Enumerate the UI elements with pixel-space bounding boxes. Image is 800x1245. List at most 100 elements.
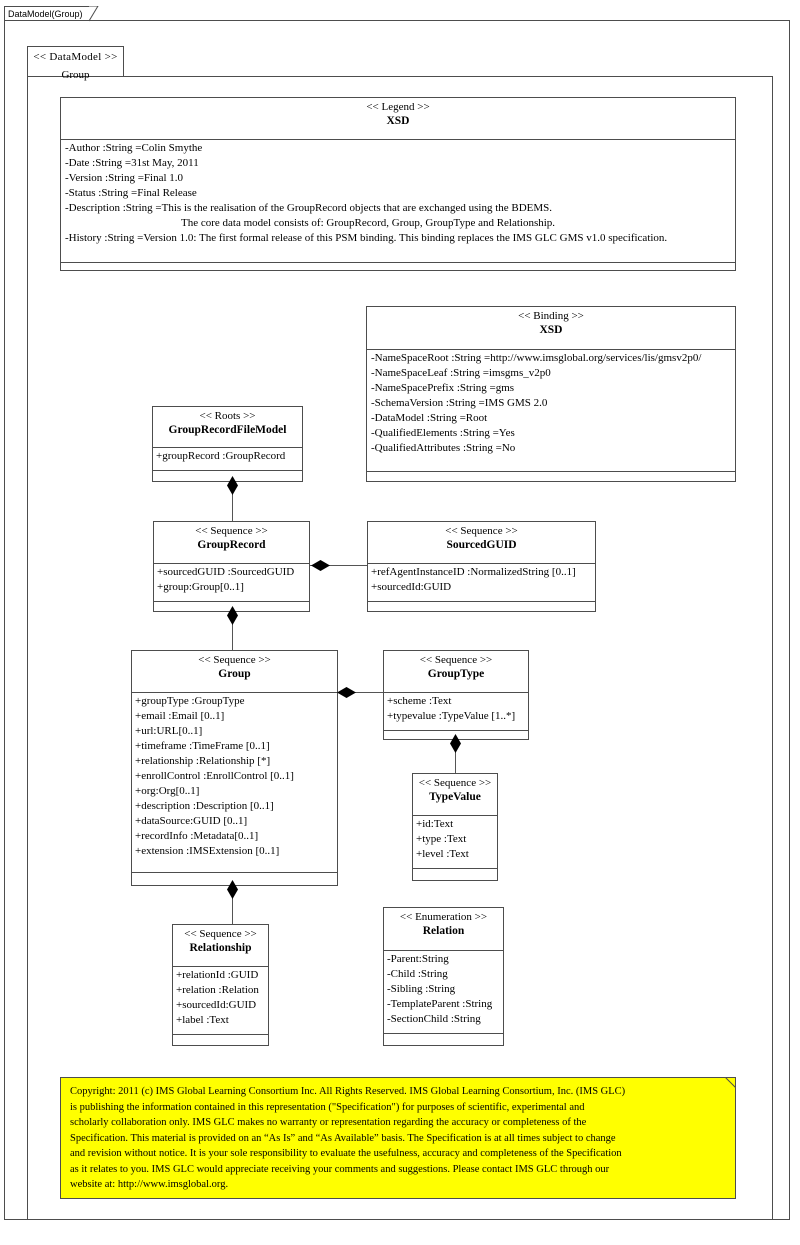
attribute-row: -SchemaVersion :String =IMS GMS 2.0 bbox=[371, 397, 548, 409]
class-name: TypeValue bbox=[429, 791, 481, 803]
attribute-row: +url:URL[0..1] bbox=[135, 725, 203, 737]
attribute-row: +sourcedId:GUID bbox=[371, 581, 452, 593]
connector-group-relationship bbox=[232, 886, 233, 924]
connector-group-grouptype bbox=[338, 692, 384, 693]
class-name: XSD bbox=[539, 324, 563, 336]
class-header-grouprecord: << Sequence >> GroupRecord bbox=[154, 522, 309, 564]
class-name: GroupRecord bbox=[197, 539, 266, 551]
package-tab-datamodel: << DataModel >> Group bbox=[27, 46, 124, 81]
attribute-row: -QualifiedElements :String =Yes bbox=[371, 427, 515, 439]
composition-diamond-icon bbox=[226, 880, 239, 899]
attribute-row-continuation: The core data model consists of: GroupRe… bbox=[181, 217, 556, 229]
composition-diamond-icon bbox=[226, 476, 239, 495]
class-box-relationship[interactable]: << Sequence >> Relationship +relationId … bbox=[172, 924, 269, 1046]
class-name: Group bbox=[218, 668, 251, 680]
class-stereotype: << Roots >> bbox=[199, 410, 256, 422]
attribute-row: +refAgentInstanceID :NormalizedString [0… bbox=[371, 566, 576, 578]
class-stereotype: << Sequence >> bbox=[198, 654, 271, 666]
note-text: Copyright: 2011 (c) IMS Global Learning … bbox=[61, 1078, 735, 1197]
attribute-row: -Version :String =Final 1.0 bbox=[65, 172, 184, 184]
class-box-binding[interactable]: << Binding >> XSD -NameSpaceRoot :String… bbox=[366, 306, 736, 482]
attribute-row: -DataModel :String =Root bbox=[371, 412, 488, 424]
connector-grouptype-typevalue bbox=[455, 740, 456, 773]
class-stereotype: << Sequence >> bbox=[419, 654, 493, 666]
attribute-row: +sourcedGUID :SourcedGUID bbox=[157, 566, 295, 578]
attribute-row: +recordInfo :Metadata[0..1] bbox=[135, 830, 259, 842]
class-stereotype: << Legend >> bbox=[366, 101, 430, 113]
note-line: is publishing the information contained … bbox=[70, 1101, 585, 1113]
composition-diamond-icon bbox=[449, 734, 462, 753]
attribute-row: -Description :String =This is the realis… bbox=[65, 202, 553, 214]
class-header-group: << Sequence >> Group bbox=[132, 651, 337, 693]
attribute-row: +scheme :Text bbox=[387, 695, 452, 707]
connector-grouprecord-sourcedguid bbox=[310, 565, 368, 566]
attribute-row: +extension :IMSExtension [0..1] bbox=[135, 845, 280, 857]
class-header-grouptype: << Sequence >> GroupType bbox=[384, 651, 528, 693]
class-attributes-legend: -Author :String =Colin Smythe -Date :Str… bbox=[61, 140, 735, 263]
class-header-sourcedguid: << Sequence >> SourcedGUID bbox=[368, 522, 595, 564]
attribute-row: +enrollControl :EnrollControl [0..1] bbox=[135, 770, 294, 782]
attribute-row: -Child :String bbox=[387, 968, 448, 980]
diagram-frame-tab: DataModel(Group) bbox=[4, 6, 90, 21]
class-box-typevalue[interactable]: << Sequence >> TypeValue +id:Text +type … bbox=[412, 773, 498, 881]
package-stereotype: << DataModel >> bbox=[33, 51, 118, 63]
attribute-row: +timeframe :TimeFrame [0..1] bbox=[135, 740, 270, 752]
attribute-row: +group:Group[0..1] bbox=[157, 581, 244, 593]
class-attributes-relationship: +relationId :GUID +relation :Relation +s… bbox=[173, 967, 268, 1035]
class-stereotype: << Enumeration >> bbox=[399, 911, 488, 923]
attribute-row: -NameSpacePrefix :String =gms bbox=[371, 382, 515, 394]
attribute-row: +relationship :Relationship [*] bbox=[135, 755, 271, 767]
attribute-row: +groupRecord :GroupRecord bbox=[156, 450, 286, 462]
class-box-grouprecord[interactable]: << Sequence >> GroupRecord +sourcedGUID … bbox=[153, 521, 310, 612]
note-line: and revision without notice. It is your … bbox=[70, 1148, 622, 1159]
attribute-row: -TemplateParent :String bbox=[387, 998, 493, 1010]
connector-filemodel-grouprecord bbox=[232, 482, 233, 521]
class-stereotype: << Binding >> bbox=[518, 310, 584, 322]
composition-diamond-icon bbox=[311, 559, 330, 572]
class-stereotype: << Sequence >> bbox=[445, 525, 518, 537]
class-attributes-sourcedguid: +refAgentInstanceID :NormalizedString [0… bbox=[368, 564, 595, 602]
attribute-row: -Sibling :String bbox=[387, 983, 456, 995]
attribute-row: -Date :String =31st May, 2011 bbox=[65, 157, 199, 169]
attribute-row: +relationId :GUID bbox=[176, 969, 259, 981]
attribute-row: -History :String =Version 1.0: The first… bbox=[65, 232, 668, 244]
class-box-grouprecordfilemodel[interactable]: << Roots >> GroupRecordFileModel +groupR… bbox=[152, 406, 303, 482]
class-stereotype: << Sequence >> bbox=[195, 525, 268, 537]
attribute-row: +sourcedId:GUID bbox=[176, 999, 257, 1011]
attribute-row: +typevalue :TypeValue [1..*] bbox=[387, 710, 516, 722]
class-box-relation[interactable]: << Enumeration >> Relation -Parent:Strin… bbox=[383, 907, 504, 1046]
class-attributes-relation: -Parent:String -Child :String -Sibling :… bbox=[384, 951, 503, 1034]
attribute-row: +id:Text bbox=[416, 818, 454, 830]
attribute-row: +type :Text bbox=[416, 833, 467, 845]
package-name: Group bbox=[61, 69, 90, 81]
note-line: Copyright: 2011 (c) IMS Global Learning … bbox=[70, 1086, 626, 1097]
frame-tab-fold-icon bbox=[89, 6, 99, 22]
class-box-grouptype[interactable]: << Sequence >> GroupType +scheme :Text +… bbox=[383, 650, 529, 740]
class-header-relationship: << Sequence >> Relationship bbox=[173, 925, 268, 967]
class-name: SourcedGUID bbox=[446, 539, 517, 551]
attribute-row: +org:Org[0..1] bbox=[135, 785, 200, 797]
attribute-row: +description :Description [0..1] bbox=[135, 800, 274, 812]
class-operations-typevalue bbox=[413, 869, 497, 885]
composition-diamond-icon bbox=[226, 606, 239, 625]
class-operations-binding bbox=[367, 472, 735, 488]
class-stereotype: << Sequence >> bbox=[418, 777, 492, 789]
class-header-legend: << Legend >> XSD bbox=[61, 98, 735, 140]
class-box-legend[interactable]: << Legend >> XSD -Author :String =Colin … bbox=[60, 97, 736, 271]
class-header-relation: << Enumeration >> Relation bbox=[384, 908, 503, 951]
package-body bbox=[27, 76, 773, 1220]
attribute-row: -NameSpaceLeaf :String =imsgms_v2p0 bbox=[371, 367, 551, 379]
class-header-typevalue: << Sequence >> TypeValue bbox=[413, 774, 497, 816]
class-box-group[interactable]: << Sequence >> Group +groupType :GroupTy… bbox=[131, 650, 338, 886]
attribute-row: +level :Text bbox=[416, 848, 469, 860]
class-attributes-grouprecordfilemodel: +groupRecord :GroupRecord bbox=[153, 448, 302, 471]
attribute-row: +label :Text bbox=[176, 1014, 229, 1026]
copyright-note[interactable]: Copyright: 2011 (c) IMS Global Learning … bbox=[60, 1077, 736, 1199]
attribute-row: +relation :Relation bbox=[176, 984, 259, 996]
class-name: Relation bbox=[422, 925, 465, 937]
class-box-sourcedguid[interactable]: << Sequence >> SourcedGUID +refAgentInst… bbox=[367, 521, 596, 612]
class-operations-relation bbox=[384, 1034, 503, 1050]
note-line: scholarly collaboration only. IMS GLC ma… bbox=[70, 1117, 587, 1128]
attribute-row: -Author :String =Colin Smythe bbox=[65, 142, 203, 154]
